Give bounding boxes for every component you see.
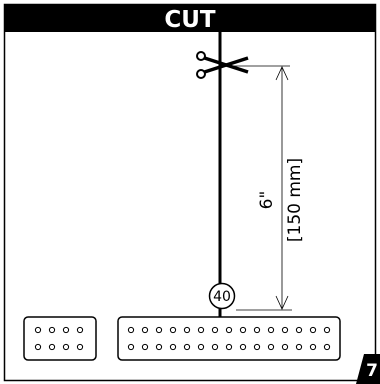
connector-pin: [323, 343, 331, 351]
connector-pin: [239, 343, 247, 351]
connector-pin: [225, 326, 233, 334]
connector-pin: [281, 326, 289, 334]
wire-number-label: 40: [208, 282, 236, 310]
small-connector: [23, 316, 97, 361]
dimension-arrow: [275, 66, 289, 310]
connector-pin: [323, 326, 331, 334]
connector-pin: [48, 326, 56, 334]
connector-pin: [197, 326, 205, 334]
connector-pin: [309, 343, 317, 351]
connector-pin: [62, 326, 70, 334]
scissors-icon: [196, 51, 249, 79]
connector-pin: [197, 343, 205, 351]
connector-pin: [211, 343, 219, 351]
connector-pin: [183, 343, 191, 351]
wire-number: 40: [213, 289, 231, 305]
connector-pin: [295, 343, 303, 351]
connector-pin: [295, 326, 303, 334]
connector-pin: [76, 343, 84, 351]
connector-pin: [253, 343, 261, 351]
header-title: CUT: [164, 7, 216, 33]
header-bar: CUT: [4, 4, 376, 33]
connector-pin: [141, 343, 149, 351]
connector-pin: [155, 326, 163, 334]
connector-pin: [48, 343, 56, 351]
connector-pin: [155, 343, 163, 351]
connector-pin: [169, 343, 177, 351]
connector-pin: [169, 326, 177, 334]
connector-pin: [62, 343, 70, 351]
connector-pin: [211, 326, 219, 334]
connector-pin: [239, 326, 247, 334]
connector-pin: [253, 326, 261, 334]
large-connector: [117, 316, 341, 361]
connector-pin: [267, 326, 275, 334]
step-badge: 7: [356, 354, 380, 384]
connector-pin: [281, 343, 289, 351]
connector-pin: [267, 343, 275, 351]
dimension-metric: [150 mm]: [285, 158, 305, 242]
connector-pin: [34, 343, 42, 351]
connector-pin: [225, 343, 233, 351]
connector-pin: [76, 326, 84, 334]
connector-pin: [141, 326, 149, 334]
connector-pin: [183, 326, 191, 334]
dimension-imperial: 6": [257, 191, 277, 210]
connector-pin: [309, 326, 317, 334]
connector-pin: [127, 343, 135, 351]
step-number: 7: [366, 361, 378, 381]
connector-pin: [127, 326, 135, 334]
connector-pin: [34, 326, 42, 334]
